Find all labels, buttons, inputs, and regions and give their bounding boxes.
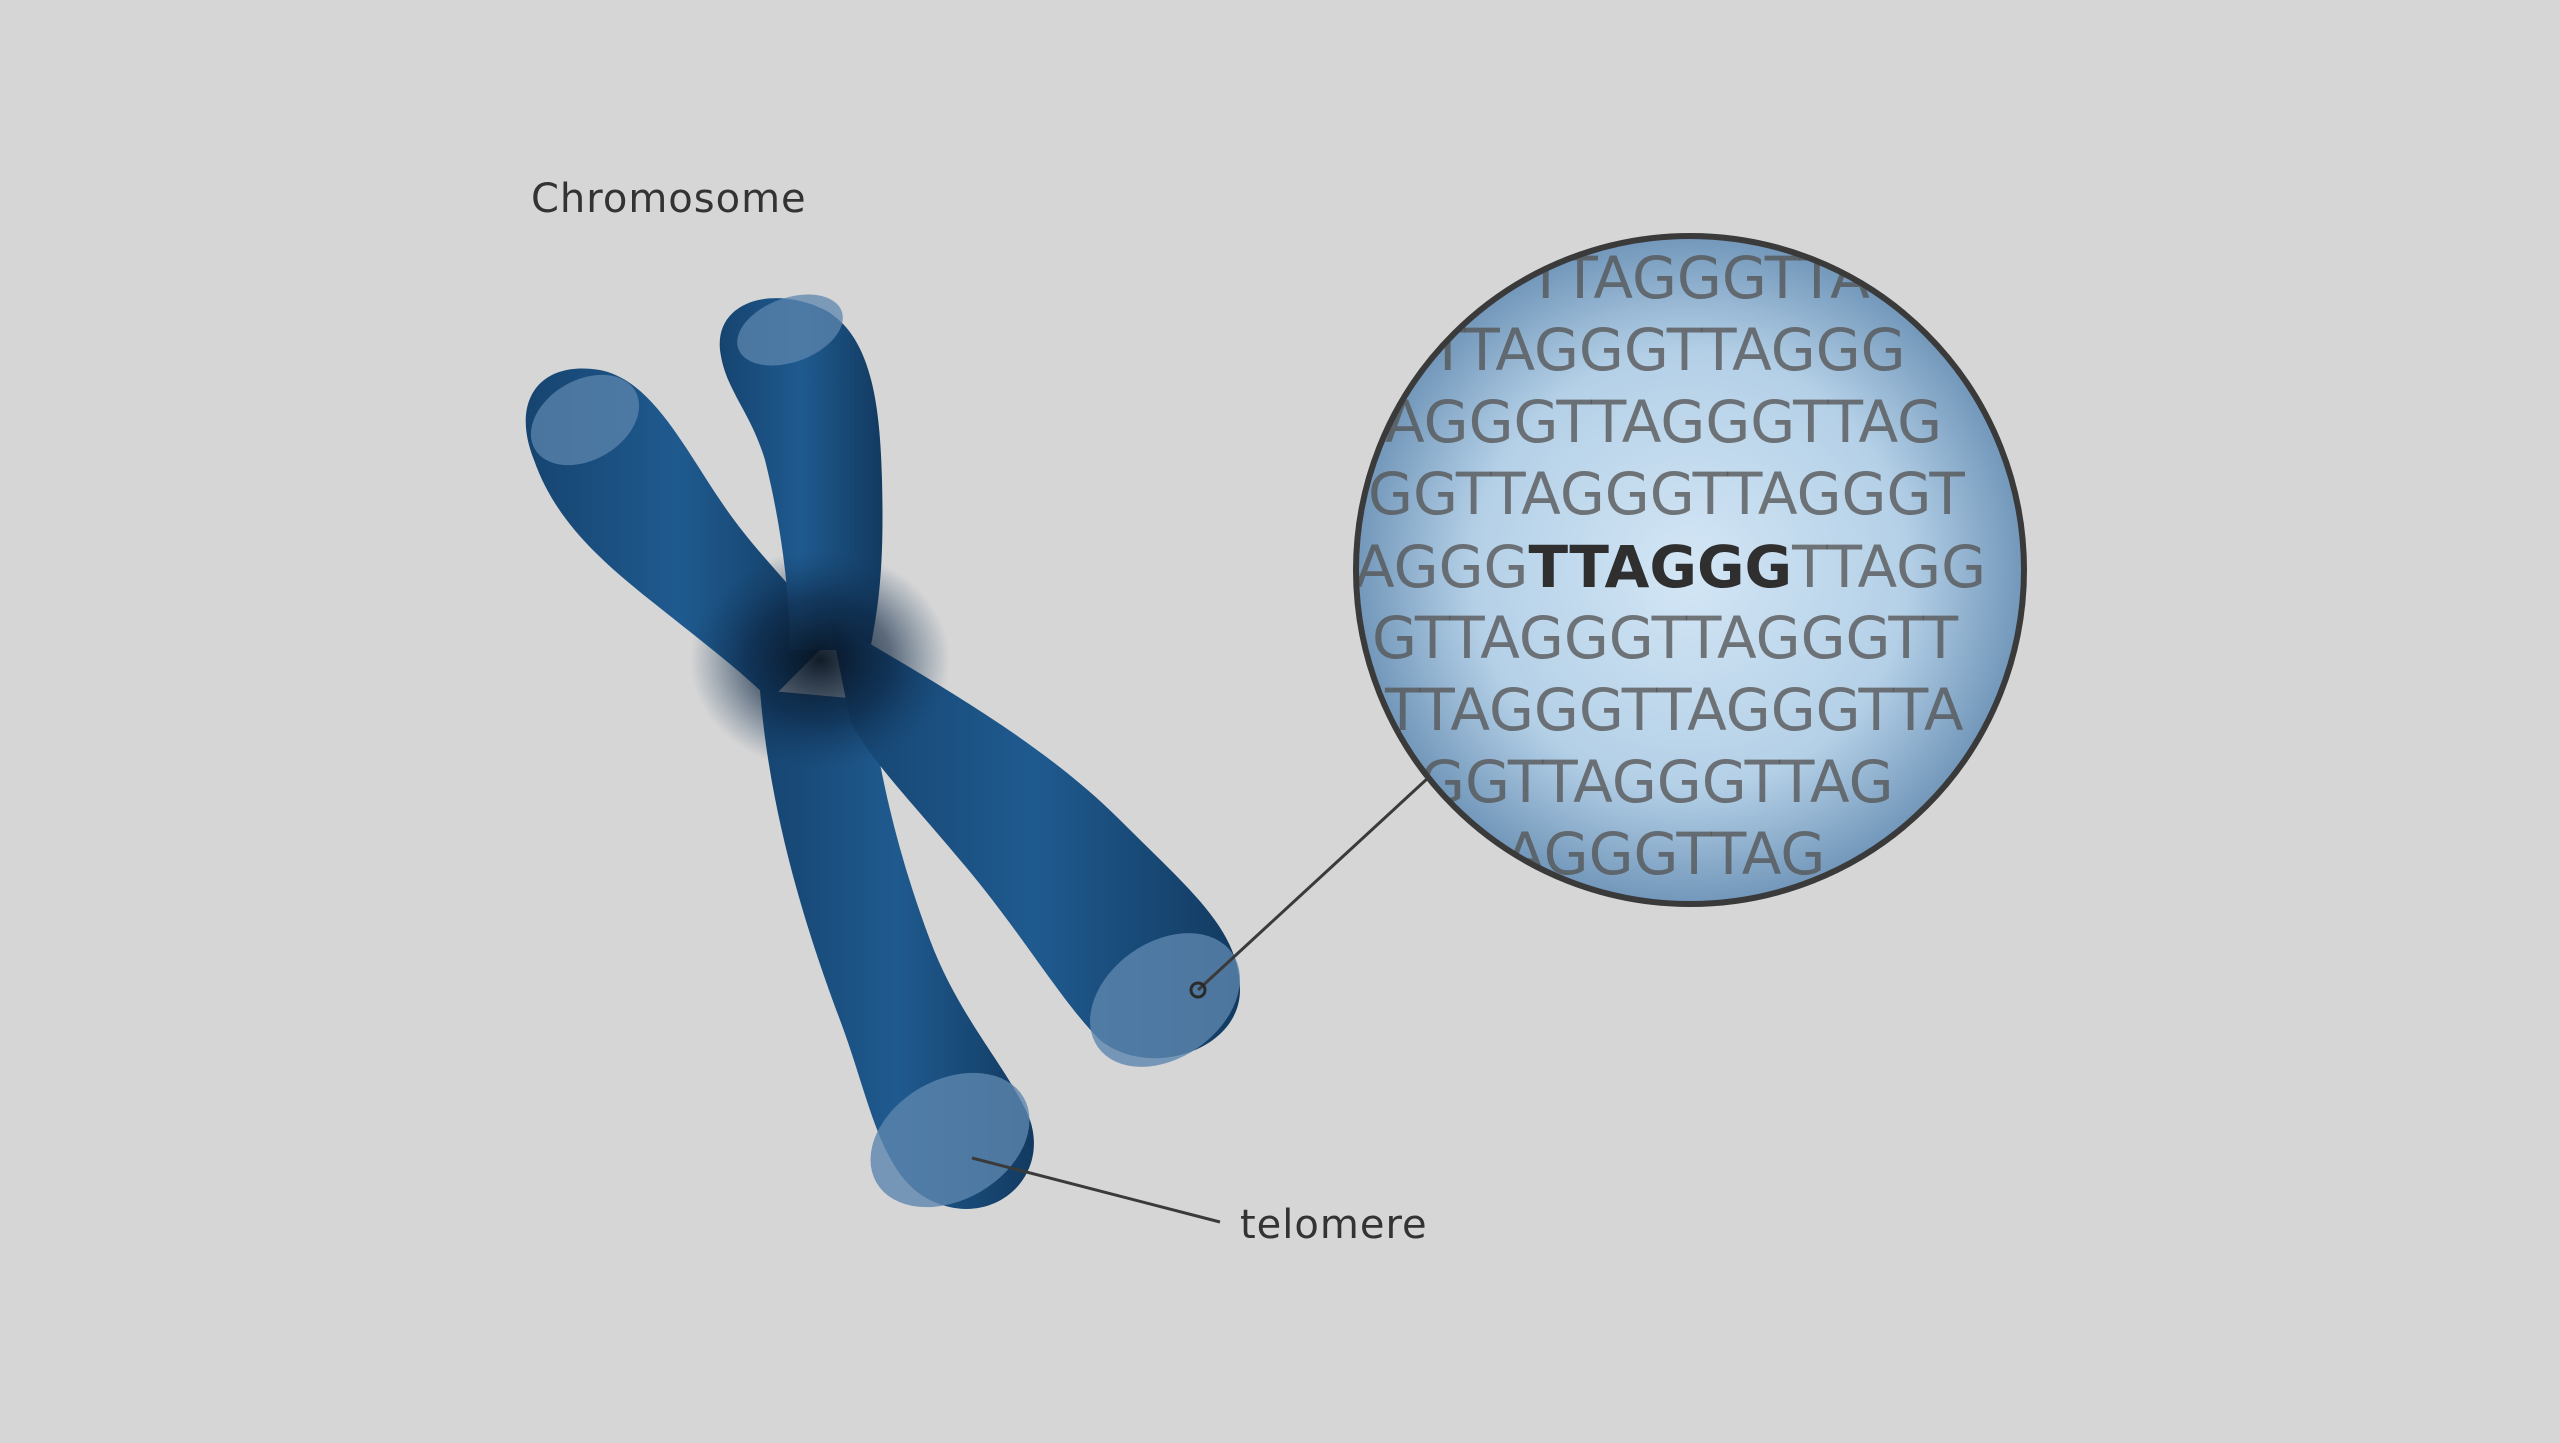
centromere bbox=[690, 550, 950, 770]
telomere-cap-upper-left bbox=[530, 374, 640, 466]
magnifier-anchor-dot bbox=[1189, 981, 1207, 999]
chromosome-arm-lower-right bbox=[830, 620, 1240, 1059]
telomere-cap-lower-right bbox=[1090, 933, 1240, 1067]
chromosome bbox=[525, 294, 1240, 1209]
sequence-line: GGTTAGGGTTAG bbox=[1420, 748, 1894, 816]
sequence-line: GGTTAGGGTTAGGGT bbox=[1368, 460, 1965, 528]
magnifier-lens: TTAGGGTTAG TTAGGGTTAGGG AGGGTTAGGGTTAG G… bbox=[1353, 233, 2027, 907]
telomere-label: telomere bbox=[1240, 1202, 1428, 1248]
telomere-cap-lower-left bbox=[870, 1072, 1030, 1208]
sequence-line: TTAGGGTTAGGG bbox=[1429, 316, 1906, 384]
sequence-line: AGGGTTAGGGTTAG bbox=[1385, 388, 1942, 456]
sequence-line: GTTAGGGTTAGGGTT bbox=[1372, 604, 1959, 672]
sequence-segment: AGGG bbox=[1355, 533, 1529, 601]
highlighted-repeat: TTAGGG bbox=[1529, 533, 1793, 601]
magnifier-rim bbox=[1353, 233, 2027, 907]
sequence-segment: TTAGG bbox=[1791, 533, 1986, 601]
magnifier-leader-line bbox=[1196, 776, 1430, 992]
telomere-cap-upper-right bbox=[737, 294, 843, 366]
sequence-line: TTAGGGTTAGGGTTA bbox=[1384, 676, 1964, 744]
chromosome-title: Chromosome bbox=[531, 176, 807, 222]
sequence-line-highlighted: AGGGTTAGGGTTAGG bbox=[1355, 533, 1986, 601]
telomere-sequence: TTAGGGTTAG TTAGGGTTAGGG AGGGTTAGGGTTAG G… bbox=[1355, 244, 1986, 888]
telomere-leader-line bbox=[971, 1156, 1221, 1224]
